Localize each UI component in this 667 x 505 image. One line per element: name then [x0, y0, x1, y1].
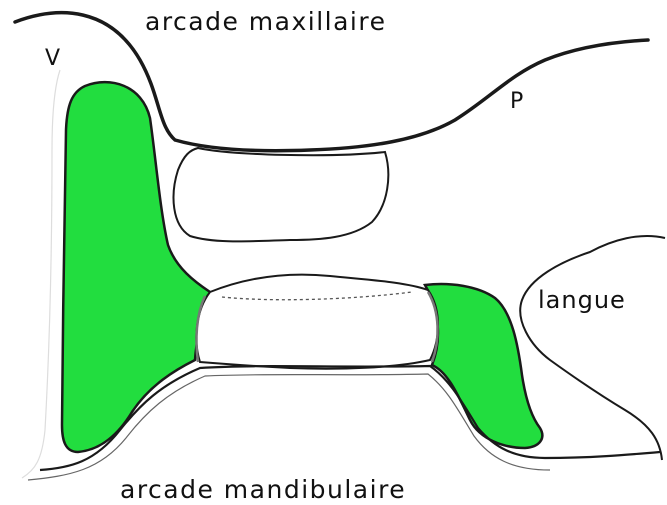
label-maxillary-arch: arcade maxillaire — [145, 7, 387, 36]
label-vestibule: V — [45, 46, 60, 71]
upper-tooth — [174, 148, 389, 241]
lingual-gingiva — [425, 284, 542, 448]
vestibular-gingiva — [62, 82, 210, 452]
label-tongue: langue — [538, 286, 626, 314]
lower-tooth — [196, 275, 438, 369]
left-vestibule-outline — [22, 70, 60, 478]
label-mandibular-arch: arcade mandibulaire — [120, 475, 406, 504]
label-palate: P — [510, 89, 523, 114]
tongue-outline — [520, 236, 665, 460]
